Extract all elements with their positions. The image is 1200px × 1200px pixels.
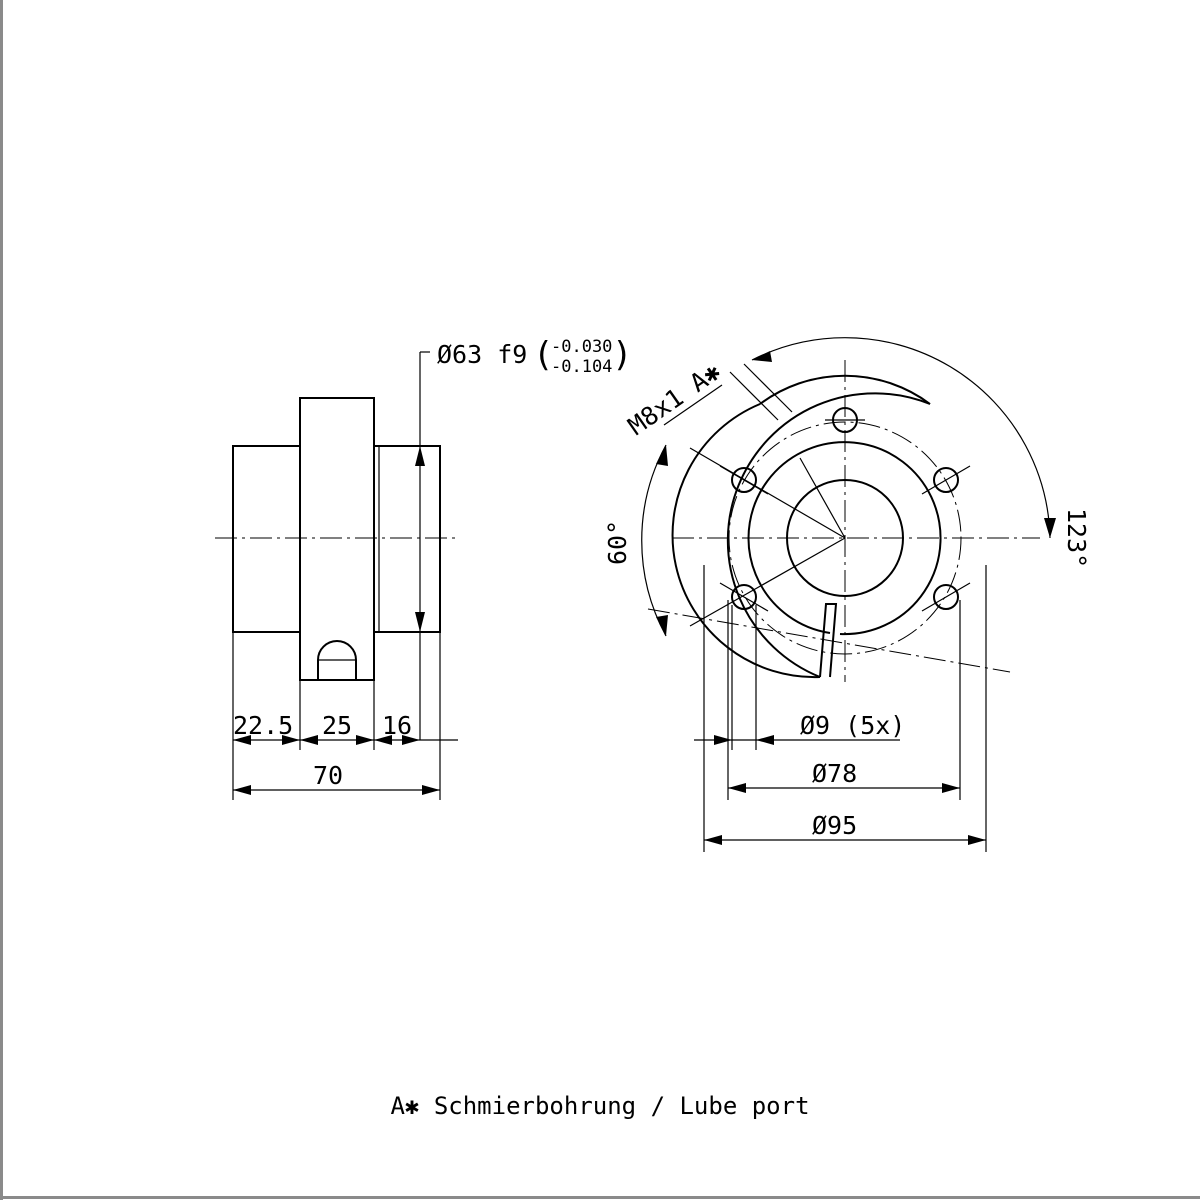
dim-25: 25: [322, 711, 352, 740]
bolt-hole-upper-left: [731, 467, 757, 493]
slot: [819, 603, 838, 678]
sheet-frame-left: [0, 0, 3, 1200]
bolt-hole-lower-left: [731, 584, 757, 610]
radial-line-60-lower: [689, 537, 846, 627]
thread-label-leader: [663, 384, 723, 426]
lube-thread-label: M8x1 A✱: [623, 357, 726, 441]
arrow-dia78-right: [942, 783, 960, 793]
dia63-arrow-bottom: [415, 612, 425, 632]
angle-60-arrow-bottom: [656, 615, 668, 636]
angle-123-arrow-start: [752, 351, 772, 362]
arrow-70-left: [233, 785, 251, 795]
arrow-22-5-left: [233, 735, 251, 745]
flange: [299, 397, 375, 681]
arrow-70-right: [422, 785, 440, 795]
arrow-dia9-right: [756, 735, 774, 745]
arrow-dia9-left: [714, 735, 732, 745]
pilot: [373, 445, 441, 633]
flange-flat-top-arc: [759, 374, 931, 405]
arrow-22-5-right: [282, 735, 300, 745]
sheet-frame-bottom: [0, 1196, 1200, 1199]
flange-outer-circle: [726, 392, 931, 678]
body-circle: [747, 441, 942, 636]
angle-reference-line: [647, 608, 1011, 673]
nut-body-left: [232, 445, 301, 633]
arrow-dia78-left: [728, 783, 746, 793]
angle-123-label: 123°: [1062, 508, 1091, 568]
bolt-hole-upper-right: [933, 467, 959, 493]
angle-123-arrow-end: [1044, 518, 1056, 538]
side-view: 22.5 25 16 70 Ø63 f9 ( -0.030 -0.104 ): [215, 335, 632, 800]
hole-tick: [921, 582, 971, 612]
hole-tick: [921, 465, 971, 495]
pilot-diameter-label: Ø63 f9: [437, 340, 527, 369]
arrow-dia95-right: [968, 835, 986, 845]
bolt-circle: [728, 421, 962, 655]
legend-note: A✱ Schmierbohrung / Lube port: [390, 1092, 810, 1120]
dia63-arrow-top: [415, 446, 425, 466]
hole-tick: [719, 582, 769, 612]
angle-60-arc: [641, 444, 667, 637]
angle-123-arc: [751, 337, 1051, 539]
radial-line-60-upper: [689, 447, 846, 539]
lube-port-line-b: [743, 363, 793, 413]
lube-port-hole: [317, 640, 357, 680]
arrow-16-left: [374, 735, 392, 745]
arrow-16-right: [402, 735, 420, 745]
tol-lower: -0.104: [551, 357, 612, 377]
radial-line-port: [799, 457, 846, 539]
tol-bracket-open: (: [533, 335, 553, 375]
dim-16: 16: [382, 711, 412, 740]
tol-bracket-close: ): [612, 335, 632, 375]
dim-22-5: 22.5: [233, 711, 293, 740]
dim-dia9: Ø9 (5x): [800, 711, 905, 740]
angle-60-arrow-top: [656, 445, 668, 466]
arrow-25-left: [300, 735, 318, 745]
tol-upper: -0.030: [551, 337, 612, 357]
angle-60-label: 60°: [603, 520, 632, 565]
arrow-dia95-left: [704, 835, 722, 845]
dim-dia78: Ø78: [812, 759, 857, 788]
bolt-hole-lower-right: [933, 584, 959, 610]
flange-outer-circle-left: [671, 403, 821, 679]
lube-port-line-a: [729, 371, 779, 421]
dim-70: 70: [313, 761, 343, 790]
bore-circle: [786, 479, 904, 597]
dim-dia95: Ø95: [812, 811, 857, 840]
front-view: Ø9 (5x) Ø78 Ø95 M8x1 A✱ 60° 123°: [603, 337, 1091, 852]
arrow-25-right: [356, 735, 374, 745]
